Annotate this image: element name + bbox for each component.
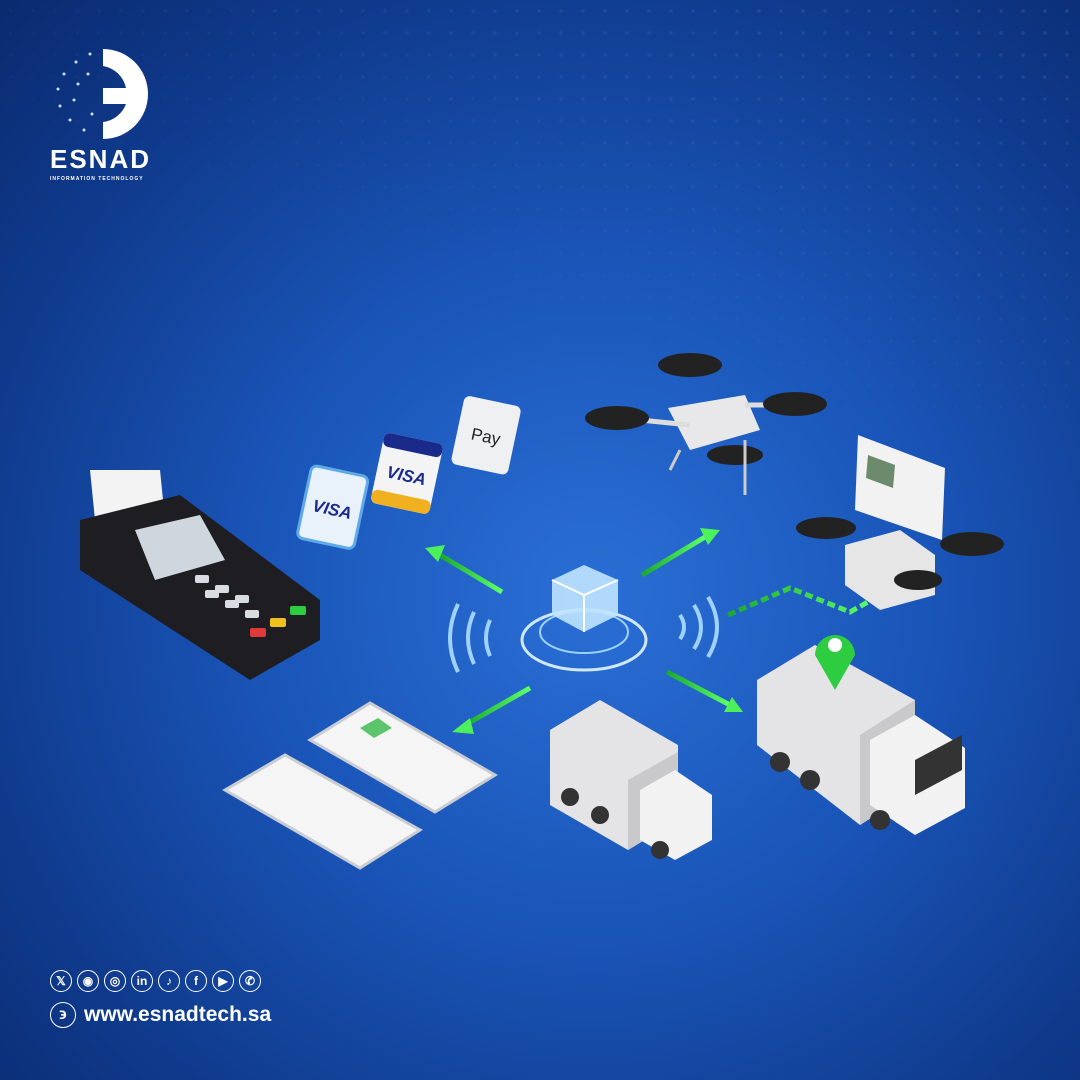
flow-arrows [425,528,877,734]
visa-card: VISA [296,464,370,550]
delivery-drone [796,435,1004,610]
brand-tagline: INFORMATION TECHNOLOGY [50,176,144,182]
website-url[interactable]: www.esnadtech.sa [84,1003,272,1026]
pos-terminal [80,470,320,680]
wireless-signal-icon [448,595,719,673]
delivery-truck [550,700,712,860]
youtube-icon[interactable]: ▶ [212,970,234,992]
tiktok-icon[interactable]: ♪ [158,970,180,992]
esnad-small-logo-icon: ϶ [50,1002,76,1028]
website-link[interactable]: ϶ www.esnadtech.sa [50,1002,271,1028]
dot-pattern [0,0,1080,420]
drone [585,353,827,495]
smartphone-receipt [222,701,498,870]
social-links: 𝕏 ◉ ◎ in ♪ f ▶ ✆ [50,970,261,992]
whatsapp-icon[interactable]: ✆ [239,970,261,992]
central-package-hub [520,565,648,672]
x-icon[interactable]: 𝕏 [50,970,72,992]
linkedin-icon[interactable]: in [131,970,153,992]
delivery-truck [757,645,965,835]
pay-card: Pay [451,396,521,475]
facebook-icon[interactable]: f [185,970,207,992]
snapchat-icon[interactable]: ◉ [77,970,99,992]
brand-name: ESNAD [50,144,152,174]
location-pin-icon [815,635,855,690]
instagram-icon[interactable]: ◎ [104,970,126,992]
visa-card: VISA [371,433,443,514]
esnad-logo-icon [56,49,148,139]
